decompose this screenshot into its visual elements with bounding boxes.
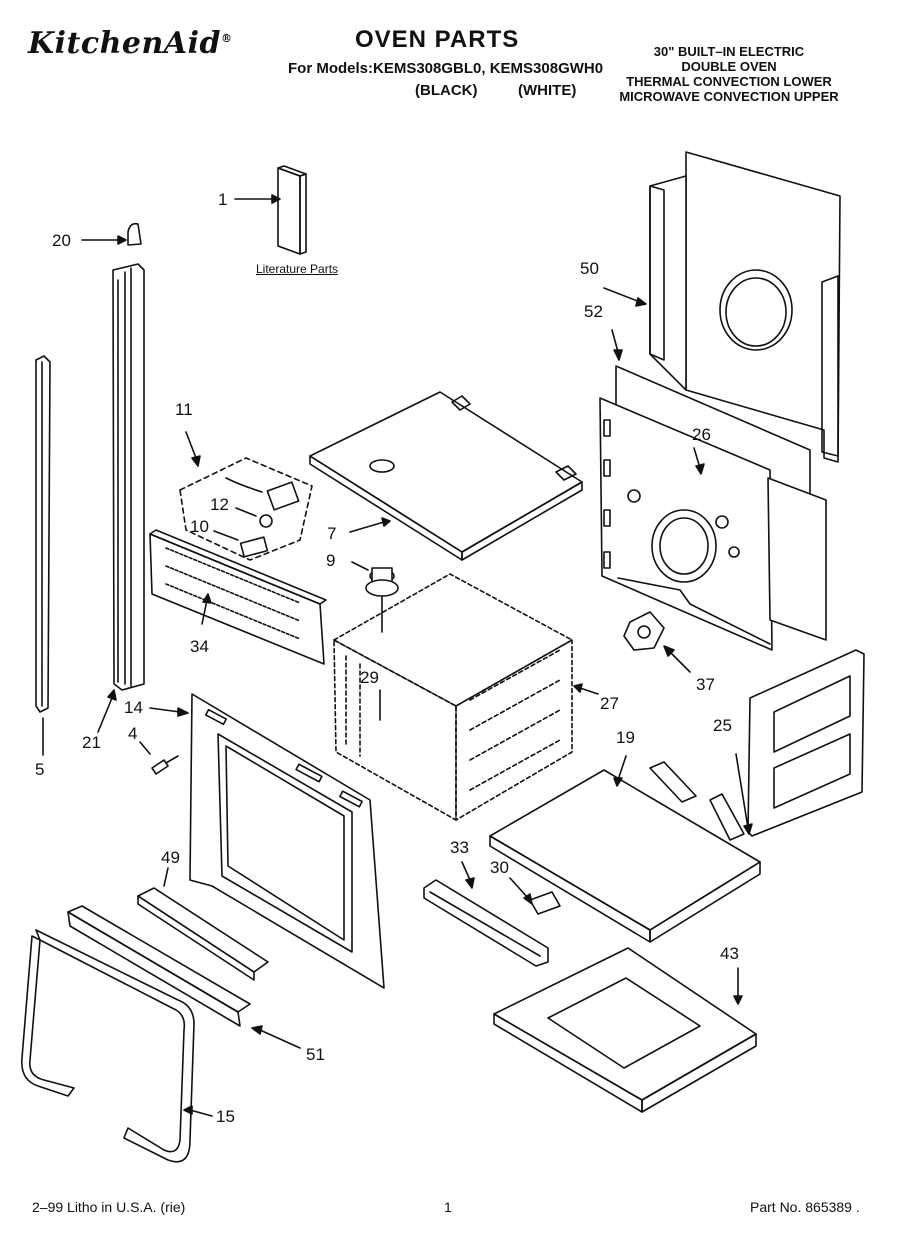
callout-7: 7 bbox=[327, 524, 337, 543]
callout-37: 37 bbox=[696, 675, 715, 694]
description-line: 30" BUILT–IN ELECTRIC bbox=[653, 44, 805, 59]
cavity-leaders bbox=[379, 683, 599, 721]
callout-5: 5 bbox=[35, 760, 45, 779]
callout-11: 11 bbox=[175, 400, 193, 419]
callout-29: 29 bbox=[360, 668, 379, 687]
variant-white: (WHITE) bbox=[518, 82, 577, 99]
callout-34: 34 bbox=[190, 637, 209, 656]
footer-page-number: 1 bbox=[444, 1199, 452, 1215]
callout-12: 12 bbox=[210, 495, 229, 514]
bottom-tray bbox=[493, 947, 757, 1113]
floor-plate bbox=[489, 755, 761, 943]
description-line: THERMAL CONVECTION LOWER bbox=[626, 74, 832, 89]
callout-25: 25 bbox=[713, 716, 732, 735]
support-rail bbox=[423, 861, 549, 967]
oven-cavity bbox=[333, 573, 573, 821]
heating-element bbox=[623, 611, 691, 673]
control-group-outline bbox=[179, 431, 313, 561]
literature-booklet bbox=[234, 165, 307, 255]
callout-52: 52 bbox=[584, 302, 603, 321]
callout-14: 14 bbox=[124, 698, 143, 717]
callout-20: 20 bbox=[52, 231, 71, 250]
product-description: 30" BUILT–IN ELECTRIC DOUBLE OVEN THERMA… bbox=[599, 44, 859, 104]
callout-27: 27 bbox=[600, 694, 619, 713]
door-trim-strip bbox=[67, 905, 301, 1049]
callout-9: 9 bbox=[326, 551, 336, 570]
footer-print-info: 2–99 Litho in U.S.A. (rie) bbox=[32, 1199, 186, 1215]
screw bbox=[139, 741, 179, 775]
side-trim-thin bbox=[35, 355, 51, 756]
callout-4: 4 bbox=[128, 724, 138, 743]
side-panel-right bbox=[735, 649, 865, 837]
models-line: For Models:KEMS308GBL0, KEMS308GWH0 bbox=[288, 60, 604, 77]
top-cover bbox=[309, 391, 583, 561]
callout-33: 33 bbox=[450, 838, 469, 857]
page-title: OVEN PARTS bbox=[355, 26, 520, 53]
variant-black: (BLACK) bbox=[415, 82, 478, 99]
back-panel bbox=[603, 151, 841, 463]
description-line: DOUBLE OVEN bbox=[681, 59, 777, 74]
callout-30: 30 bbox=[490, 858, 509, 877]
vent-piece bbox=[137, 867, 269, 981]
door-gasket bbox=[21, 929, 213, 1163]
fan-housing-panel bbox=[599, 397, 827, 651]
literature-parts-label: Literature Parts bbox=[256, 262, 339, 276]
cap-part bbox=[81, 222, 142, 246]
callout-50: 50 bbox=[580, 259, 599, 278]
callout-1: 1 bbox=[218, 190, 228, 209]
callout-10: 10 bbox=[190, 517, 209, 536]
callout-51: 51 bbox=[306, 1045, 325, 1064]
description-line: MICROWAVE CONVECTION UPPER bbox=[619, 89, 839, 104]
brand-logo: KitchenAid® bbox=[28, 26, 233, 61]
footer-part-number: Part No. 865389 . bbox=[750, 1199, 860, 1215]
side-trim-long bbox=[97, 263, 145, 733]
callout-43: 43 bbox=[720, 944, 739, 963]
callout-15: 15 bbox=[216, 1107, 235, 1126]
callout-49: 49 bbox=[161, 848, 180, 867]
stirrer-motor bbox=[351, 561, 399, 633]
control-panel bbox=[149, 529, 327, 665]
callout-19: 19 bbox=[616, 728, 635, 747]
callout-21: 21 bbox=[82, 733, 101, 752]
small-bracket bbox=[509, 877, 561, 915]
front-frame bbox=[149, 693, 385, 989]
callout-26: 26 bbox=[692, 425, 711, 444]
